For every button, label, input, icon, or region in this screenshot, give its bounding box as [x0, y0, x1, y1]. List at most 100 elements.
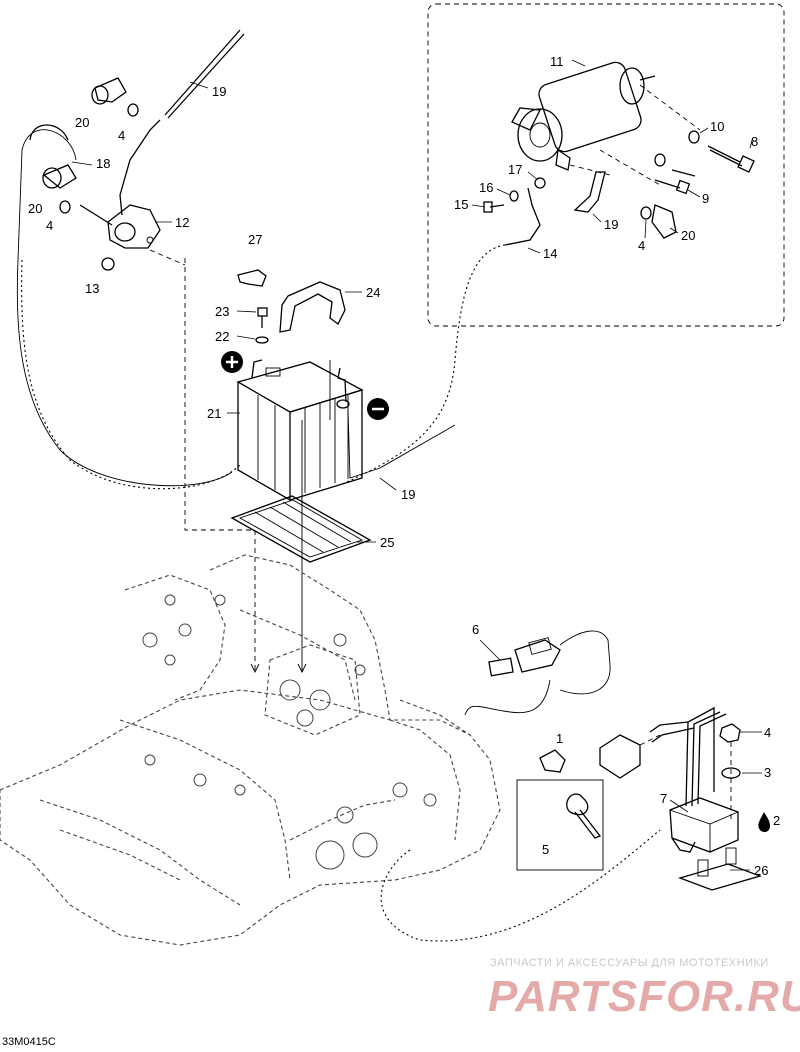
mounting-plate-26 — [677, 847, 763, 891]
solenoid-12 — [79, 204, 161, 249]
callout-6: 6 — [472, 622, 479, 637]
callout-19a: 19 — [212, 84, 226, 99]
callout-11: 11 — [550, 54, 564, 69]
callout-5: 5 — [542, 842, 549, 857]
leader-23 — [236, 310, 257, 313]
arrow-chassis-2 — [297, 663, 307, 674]
bracket-19-inset — [573, 171, 606, 213]
bolt-9 — [654, 169, 696, 195]
callout-4b: 4 — [46, 218, 53, 233]
cable-18 — [16, 129, 233, 487]
boot-20-top — [94, 77, 127, 103]
regulator-connector — [599, 734, 661, 779]
boot-20-left-body — [42, 164, 77, 189]
leader-20c — [669, 227, 679, 234]
dash-solenoid-down — [184, 258, 256, 670]
callout-1: 1 — [556, 731, 563, 746]
callout-10: 10 — [710, 119, 724, 134]
callout-20b: 20 — [28, 201, 42, 216]
nut-4-right — [719, 723, 741, 743]
leader-9 — [687, 189, 701, 198]
cable-19-top-b — [167, 33, 245, 119]
leader-7 — [669, 799, 689, 813]
callout-17: 17 — [508, 162, 522, 177]
nut-4-inset — [640, 206, 652, 220]
cable-fuse-chassis — [464, 679, 551, 716]
dash-solenoid — [149, 249, 186, 266]
callout-19c: 19 — [604, 217, 618, 232]
leader-19a — [189, 81, 209, 89]
cable-chassis-regulator — [380, 829, 661, 942]
nut-17 — [534, 177, 546, 189]
starter-motor — [511, 61, 656, 171]
callout-21: 21 — [207, 406, 221, 421]
cap-27 — [237, 269, 267, 287]
leader-10 — [699, 127, 709, 134]
leader-8 — [749, 139, 753, 149]
cable-19-top-c — [119, 119, 161, 216]
bolt-15 — [483, 201, 505, 213]
cable-18-run — [21, 259, 241, 490]
clip-1 — [539, 749, 566, 773]
callout-3: 3 — [764, 765, 771, 780]
dash-starter-3 — [569, 164, 611, 176]
leader-22 — [236, 335, 256, 340]
cable-tie-5 — [566, 793, 602, 839]
washer-10 — [688, 130, 700, 144]
leader-15 — [471, 204, 486, 208]
battery-21 — [236, 359, 364, 502]
cable-19-top — [164, 29, 241, 116]
callout-4c: 4 — [764, 725, 771, 740]
callout-4d: 4 — [638, 238, 645, 253]
callout-15: 15 — [454, 197, 468, 212]
negative-terminal-sign: − — [367, 398, 389, 420]
leader-17 — [527, 171, 539, 181]
callout-2: 2 — [773, 813, 780, 828]
bracket-24 — [279, 281, 346, 333]
leader-18 — [71, 161, 93, 166]
callout-24: 24 — [366, 285, 380, 300]
leader-14 — [527, 247, 541, 254]
callout-13: 13 — [85, 281, 99, 296]
fuse-holder-6 — [488, 630, 611, 695]
boot-20-top-cap — [91, 85, 109, 105]
nut-13 — [101, 257, 115, 271]
washer-22 — [255, 336, 269, 344]
dash-starter-1 — [639, 84, 701, 131]
cable-19-mid — [337, 367, 347, 403]
callout-4a: 4 — [118, 128, 125, 143]
callout-20c: 20 — [681, 228, 695, 243]
callout-7: 7 — [660, 791, 667, 806]
nut-4-left — [59, 200, 71, 214]
bolt-8 — [707, 145, 755, 173]
callout-20a: 20 — [75, 115, 89, 130]
positive-terminal-sign: + — [221, 351, 243, 373]
boot-20-inset — [651, 204, 677, 239]
cable-14-run — [339, 244, 506, 486]
battery-pad-25 — [230, 495, 372, 563]
cable-19-mid-run — [347, 409, 456, 479]
callout-9: 9 — [702, 191, 709, 206]
chassis-frame — [0, 554, 501, 946]
callout-22: 22 — [215, 329, 229, 344]
callout-14: 14 — [543, 246, 557, 261]
leader-11 — [571, 59, 586, 67]
boot-20-left — [42, 167, 62, 189]
voltage-regulator-7 — [649, 706, 739, 853]
cable-18-top — [29, 124, 69, 141]
leader-19b — [379, 477, 397, 491]
callout-26: 26 — [754, 863, 768, 878]
leader-4d — [644, 219, 647, 239]
dash-starter-2 — [599, 149, 661, 186]
loctite-drop-icon — [758, 812, 770, 833]
starter-inset-box — [427, 3, 785, 327]
arrow-chassis-1 — [250, 663, 260, 674]
nut-4-top — [127, 103, 139, 117]
bolt-23 — [257, 307, 268, 328]
callout-18: 18 — [96, 156, 110, 171]
callout-8: 8 — [751, 134, 758, 149]
cable-14 — [504, 187, 541, 246]
callout-23: 23 — [215, 304, 229, 319]
callout-27: 27 — [248, 232, 262, 247]
